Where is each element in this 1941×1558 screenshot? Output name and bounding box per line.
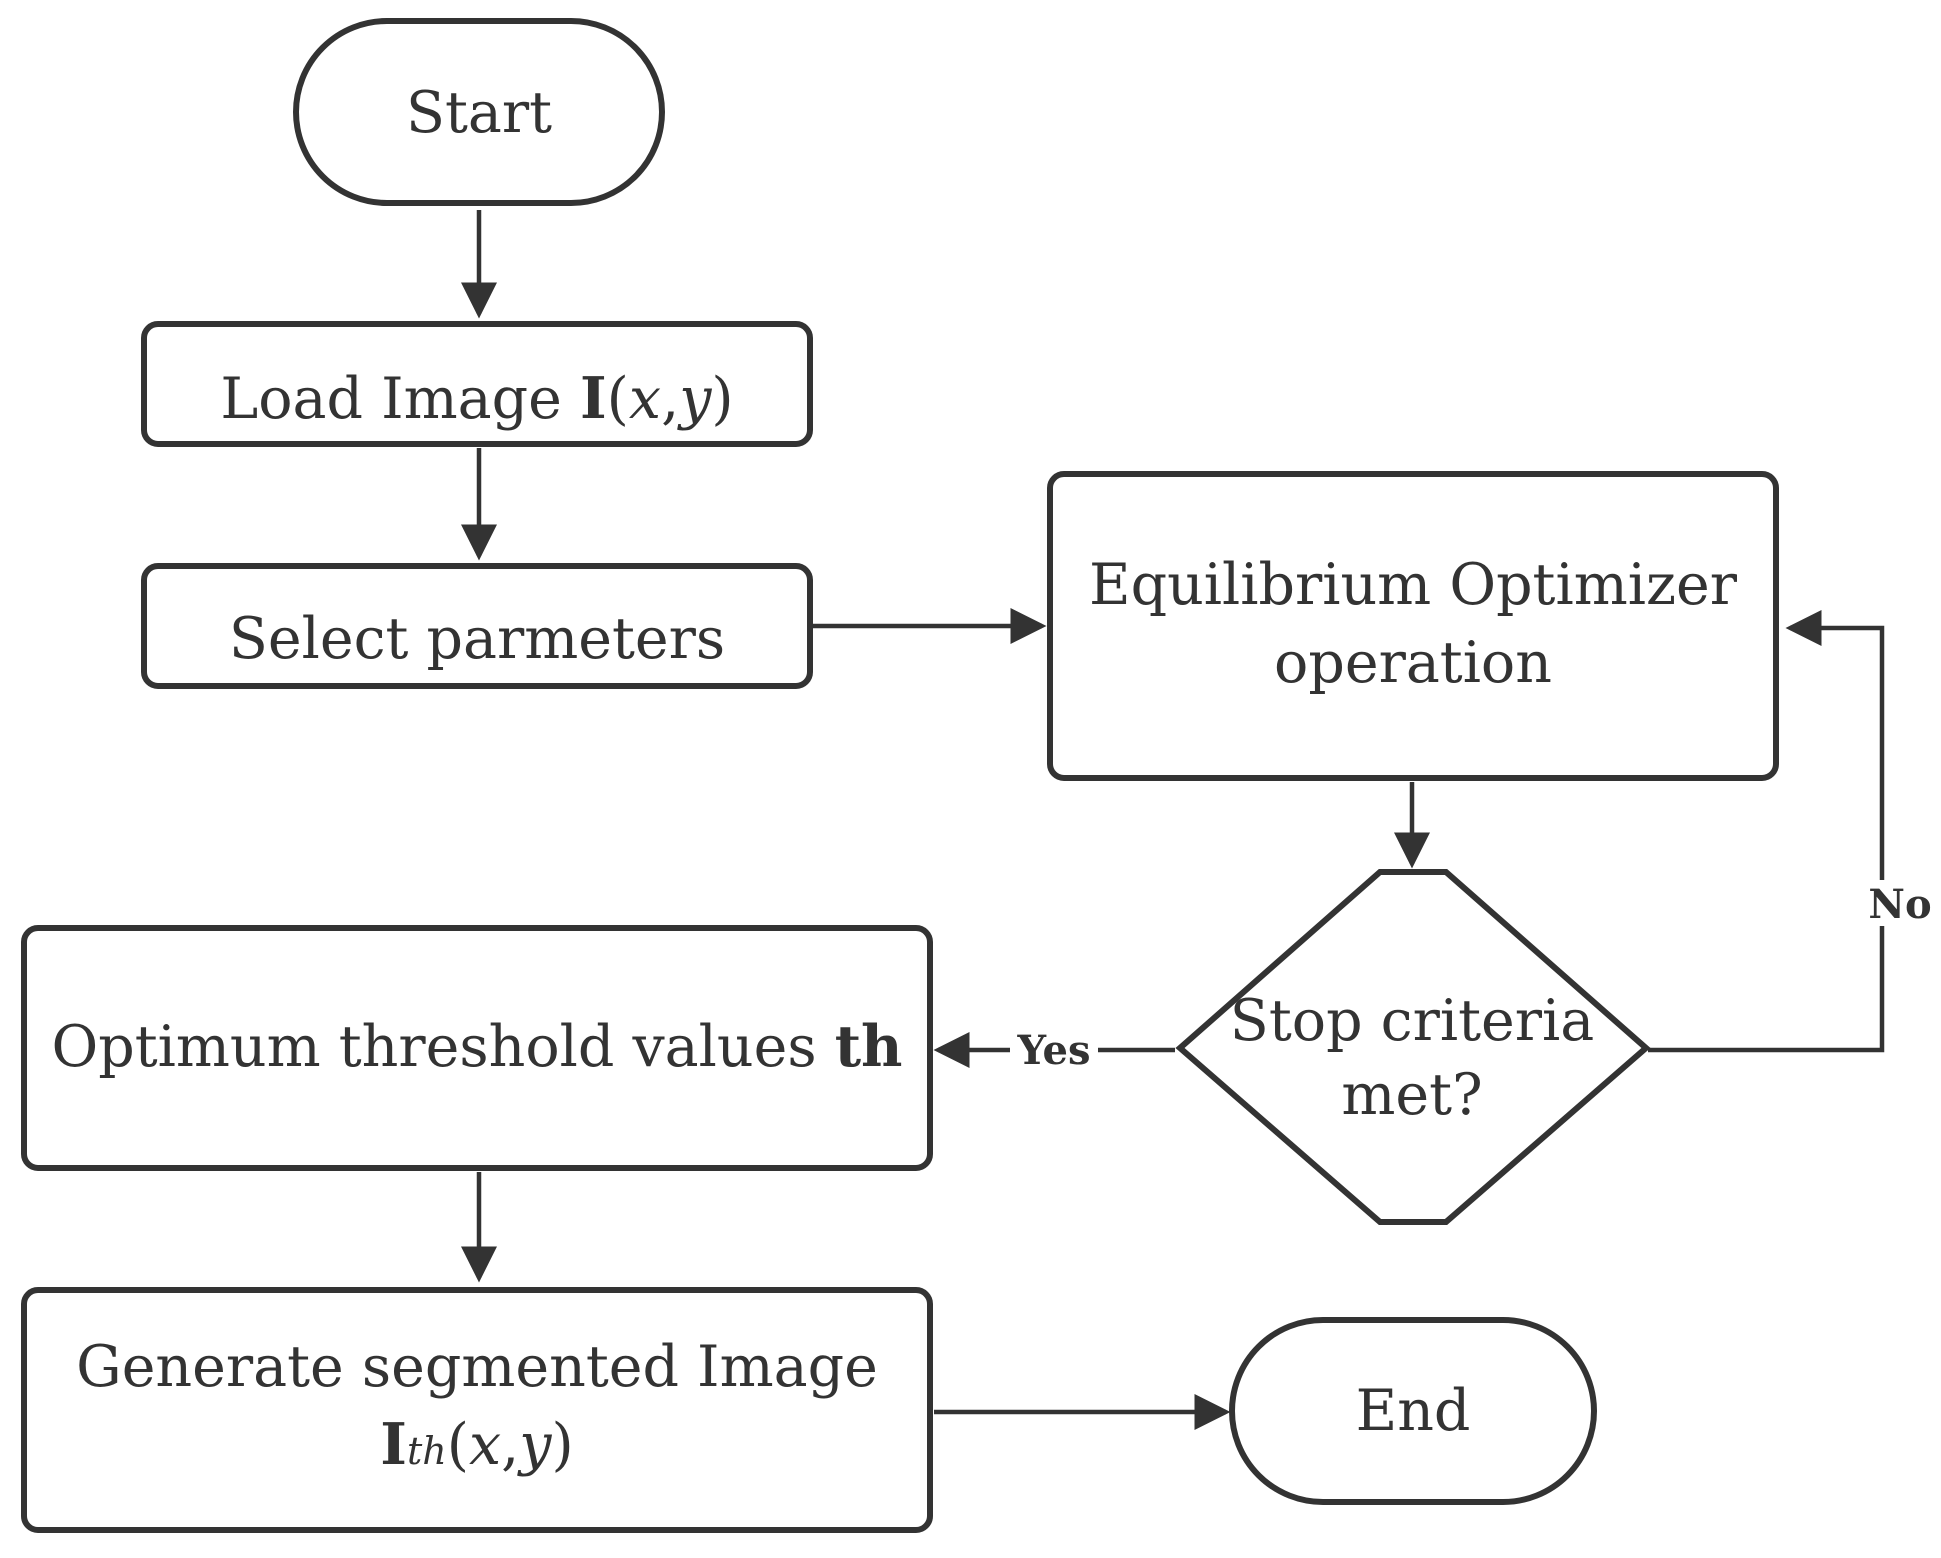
yes-label: Yes — [1016, 1027, 1090, 1074]
node-select-parameters: Select parmeters — [141, 563, 813, 689]
no-label-bg — [1860, 880, 1906, 926]
node-stop-line2: met? — [1341, 1062, 1482, 1128]
node-start: Start — [293, 18, 665, 206]
no-label: No — [1868, 881, 1931, 928]
node-stop-decision: Stop criteria met? — [1175, 869, 1651, 1225]
node-select-parameters-label: Select parmeters — [229, 606, 725, 672]
node-end: End — [1229, 1317, 1597, 1505]
node-stop-line1: Stop criteria — [1230, 988, 1594, 1054]
node-start-label: Start — [406, 80, 552, 146]
node-optimum-threshold: Optimum threshold values th — [21, 925, 933, 1171]
node-end-label: End — [1356, 1378, 1471, 1444]
node-eo-operation: Equilibrium Optimizer operation — [1047, 471, 1779, 781]
edge-stop-to-eo-no — [1648, 610, 1885, 1053]
node-generate-image: Generate segmented Image Ith(x,y) — [21, 1287, 933, 1533]
node-generate-line1: Generate segmented Image — [76, 1334, 878, 1400]
node-load-image-label: Load Image I(x,y) — [220, 365, 733, 432]
node-load-image: Load Image I(x,y) — [141, 321, 813, 447]
node-eo-line2: operation — [1274, 630, 1552, 696]
yes-label-bg — [1010, 1028, 1098, 1072]
node-optimum-label: Optimum threshold values th — [51, 1013, 902, 1080]
node-generate-line2: Ith(x,y) — [380, 1411, 573, 1478]
node-eo-line1: Equilibrium Optimizer — [1089, 552, 1738, 618]
